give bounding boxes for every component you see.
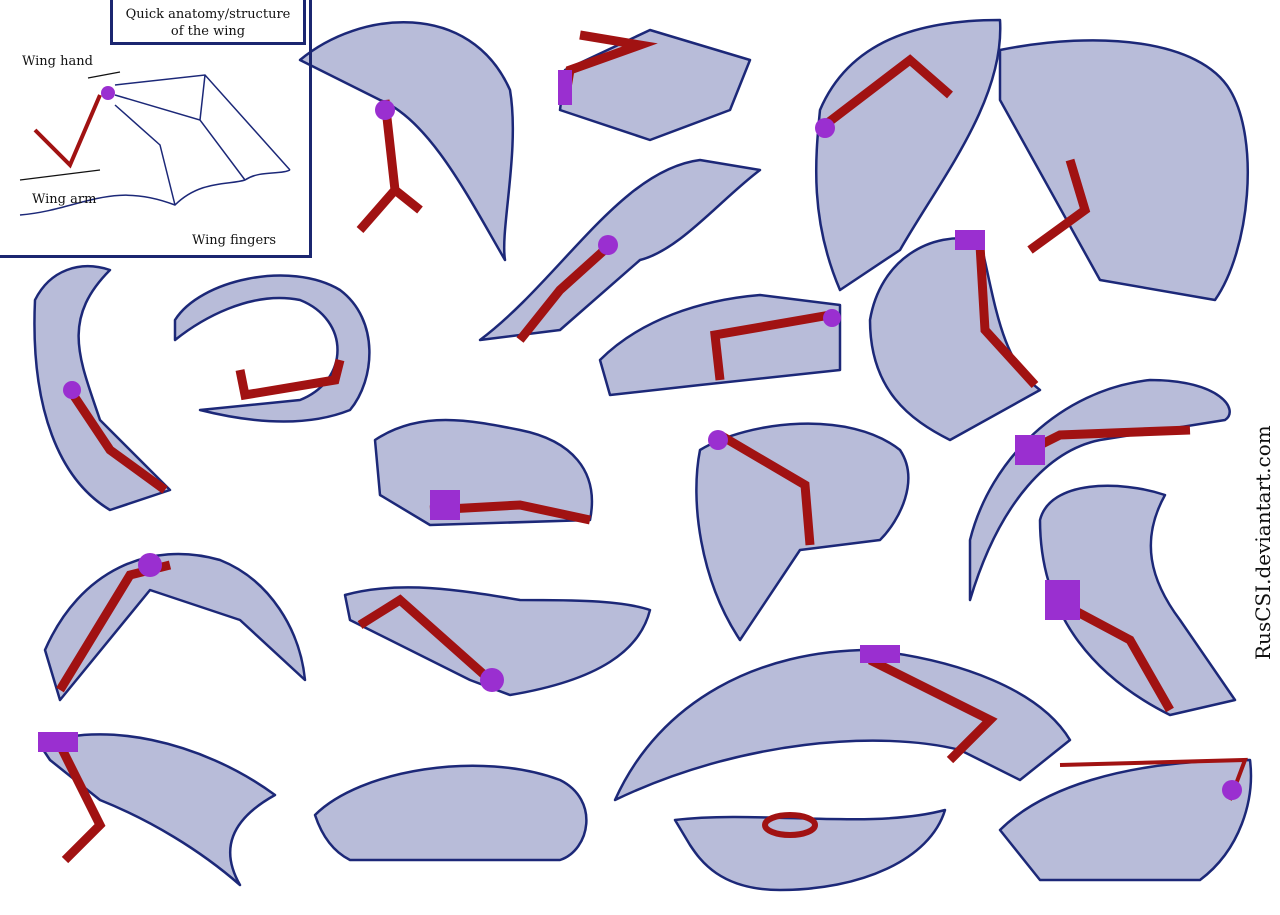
- wing-sketch: [313, 764, 588, 862]
- label-wing-fingers: Wing fingers: [192, 233, 277, 248]
- wing-sketch: [373, 418, 594, 527]
- wing-sketch: [814, 18, 1002, 292]
- label-wing-arm: Wing arm: [32, 192, 97, 207]
- wing-sketch: [1038, 484, 1237, 717]
- wing-sketch: [298, 20, 515, 262]
- wing-sketch: [868, 230, 1042, 442]
- wing-sketch: [173, 274, 371, 423]
- wing-sketch: [43, 552, 307, 702]
- legend-title-line2: of the wing: [170, 24, 246, 39]
- wing-sketch: [695, 422, 910, 642]
- wing-sketch: [968, 378, 1231, 602]
- wing-sketch: [478, 158, 762, 343]
- wing-sketch: [998, 757, 1253, 882]
- wing-sketch: [998, 39, 1249, 302]
- wing-sketch: [33, 265, 172, 512]
- anatomy-legend-box: Quick anatomy/structure of the wing Wing…: [0, 0, 312, 258]
- label-wing-hand: Wing hand: [22, 54, 93, 69]
- wing-sketch: [613, 645, 1072, 802]
- legend-title: Quick anatomy/structure of the wing: [110, 0, 306, 45]
- wing-sketch: [343, 586, 652, 697]
- legend-title-line1: Quick anatomy/structure: [125, 7, 291, 22]
- anatomy-diagram: [19, 71, 291, 216]
- wing-sketch: [598, 293, 842, 397]
- watermark: RusCSI.deviantart.com: [1251, 425, 1275, 660]
- wing-sketch: [673, 808, 947, 892]
- wing-sketch: [558, 28, 752, 142]
- wing-sketch: [38, 732, 277, 887]
